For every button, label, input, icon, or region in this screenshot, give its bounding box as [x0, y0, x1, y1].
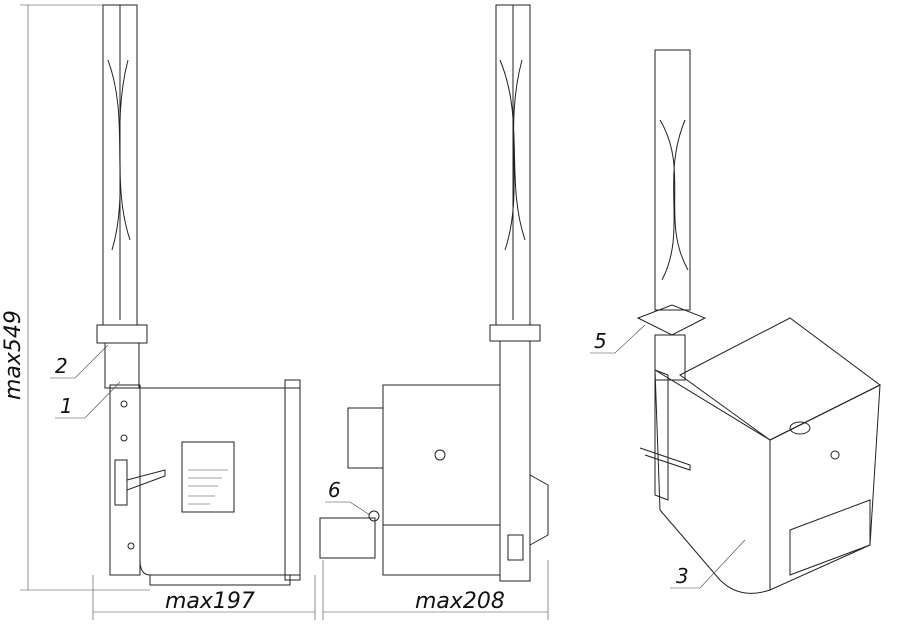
front-width-label: max208 [415, 589, 505, 614]
isometric-view [636, 49, 881, 594]
svg-text:3: 3 [676, 564, 689, 588]
side-view [96, 4, 301, 586]
rating-plate [181, 441, 235, 513]
height-dimension-label: max549 [1, 310, 26, 400]
callout-5: 5 [590, 324, 646, 354]
callout-3: 3 [670, 539, 746, 589]
height-dimension: max549 [1, 4, 150, 591]
svg-text:2: 2 [55, 354, 68, 378]
svg-text:1: 1 [60, 394, 73, 418]
callout-2: 2 [50, 344, 109, 379]
svg-text:5: 5 [594, 329, 607, 353]
front-view [319, 4, 549, 582]
side-width-label: max197 [165, 589, 255, 614]
callout-6: 6 [325, 478, 371, 516]
callout-1: 1 [55, 381, 121, 419]
front-width-dimension: max208 [322, 560, 549, 620]
side-width-dimension: max197 [92, 575, 316, 620]
svg-text:6: 6 [328, 478, 341, 502]
